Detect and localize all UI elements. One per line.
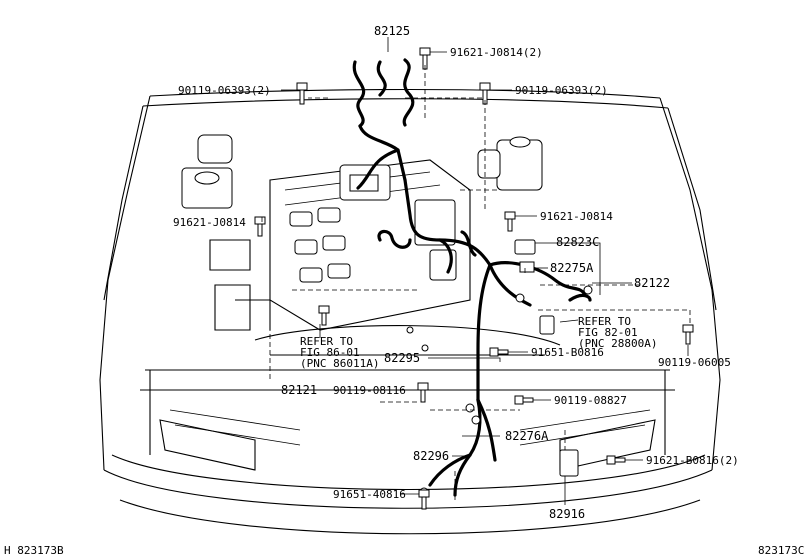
bolt-icon-refer-86 — [318, 305, 330, 326]
footer-left-id: H 823173B — [4, 544, 64, 557]
label-91651-40816: 91651-40816 — [333, 488, 406, 501]
vehicle-body-outline — [99, 88, 721, 535]
label-82122: 82122 — [634, 276, 670, 290]
label-91621-j0814-left: 91621-J0814 — [173, 216, 246, 229]
label-82295: 82295 — [384, 351, 420, 365]
leader-lines — [261, 37, 689, 505]
footer-right-id: 823173C — [758, 544, 804, 557]
part-number-labels: 82125 91621-J0814(2) 90119-06393(2) 9011… — [173, 24, 739, 521]
label-90119-08827: 90119-08827 — [554, 394, 627, 407]
label-91621-b0816-2: 91621-B0816(2) — [646, 454, 739, 467]
label-90119-06005: 90119-06005 — [658, 356, 731, 369]
refer-left-line2: FIG 86-01 — [300, 346, 360, 359]
dashed-reference-lines — [269, 65, 691, 500]
label-82916: 82916 — [549, 507, 585, 521]
refer-right-line3: (PNC 28800A) — [578, 337, 657, 350]
label-91621-j0814-2: 91621-J0814(2) — [450, 46, 543, 59]
refer-note-fig-86-01: REFER TO FIG 86-01 (PNC 86011A) — [300, 335, 379, 370]
label-82121: 82121 — [281, 383, 317, 397]
label-82823c: 82823C — [556, 235, 599, 249]
refer-right-line2: FIG 82-01 — [578, 326, 638, 339]
bolt-icon-90119-06393-left — [296, 82, 308, 105]
bolt-icon-90119-08116 — [417, 382, 429, 403]
label-90119-08116: 90119-08116 — [333, 384, 406, 397]
bolt-icon-91651-40816 — [418, 489, 430, 510]
refer-note-fig-82-01: REFER TO FIG 82-01 (PNC 28800A) — [578, 315, 657, 350]
label-82275a: 82275A — [550, 261, 594, 275]
label-82276a: 82276A — [505, 429, 549, 443]
bolt-icon-90119-08827 — [514, 395, 534, 405]
label-82125: 82125 — [374, 24, 410, 38]
refer-left-line3: (PNC 86011A) — [300, 357, 379, 370]
fastener-bolt-icons — [254, 47, 694, 510]
refer-right-line1: REFER TO — [578, 315, 631, 328]
label-91651-b0816: 91651-B0816 — [531, 346, 604, 359]
label-91621-j0814-right: 91621-J0814 — [540, 210, 613, 223]
label-90119-06393-left: 90119-06393(2) — [178, 84, 271, 97]
wire-harness-main — [377, 178, 587, 402]
bolt-icon-91621-j0814-right — [504, 211, 516, 232]
wire-harness-lower — [428, 293, 592, 497]
engine-block — [269, 159, 471, 331]
refer-left-line1: REFER TO — [300, 335, 353, 348]
bolt-icon-91621-j0814-left — [254, 216, 266, 237]
connector-parts — [406, 239, 593, 497]
bolt-icon-90119-06005 — [682, 324, 694, 345]
label-90119-06393-right: 90119-06393(2) — [515, 84, 608, 97]
wire-harness-upper — [352, 58, 415, 190]
label-82296: 82296 — [413, 449, 449, 463]
